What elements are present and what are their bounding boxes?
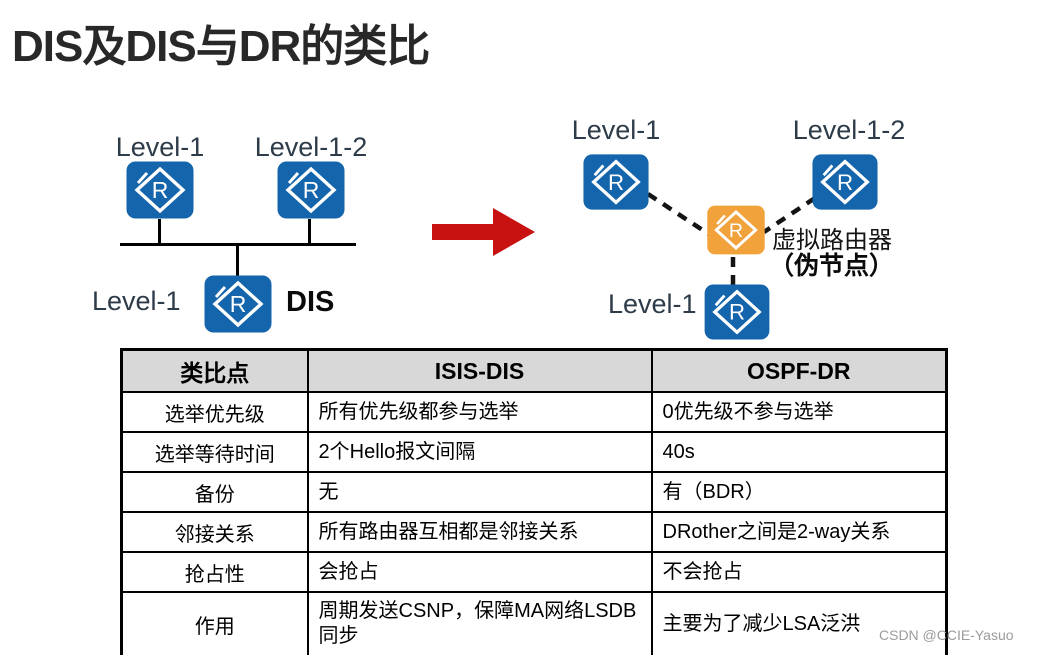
table-cell: 主要为了减少LSA泛洪 [650,591,948,655]
column-header: OSPF-DR [650,348,948,393]
right-top-left-router-label: Level-1 [571,115,661,145]
table-cell: 选举等待时间 [120,431,309,473]
table-cell: 有（BDR） [650,471,948,513]
column-header: ISIS-DIS [306,348,653,393]
dashed-links [646,192,817,286]
bus-line [120,243,356,246]
svg-text:R: R [729,300,745,325]
table-cell: 所有路由器互相都是邻接关系 [306,511,653,553]
table-cell: 会抢占 [306,551,653,593]
page-title: DIS及DIS与DR的类比 [12,22,430,71]
table-cell: 40s [650,431,948,473]
router-icon: R [811,152,879,212]
table-row: 备份 无 有（BDR） [120,471,948,513]
comparison-table: 类比点 ISIS-DIS OSPF-DR 选举优先级 所有优先级都参与选举 0优… [120,348,948,655]
dis-label: DIS [286,286,335,318]
table-cell: 抢占性 [120,551,309,593]
bus-stub-left [158,219,161,245]
right-arrow-icon [432,208,535,256]
table-row: 选举优先级 所有优先级都参与选举 0优先级不参与选举 [120,391,948,433]
table-cell: 所有优先级都参与选举 [306,391,653,433]
svg-text:R: R [729,220,743,242]
table-cell: 0优先级不参与选举 [650,391,948,433]
right-top-right-router-label: Level-1-2 [792,115,906,145]
table-row: 邻接关系 所有路由器互相都是邻接关系 DRother之间是2-way关系 [120,511,948,553]
virtual-router-label-line1: 虚拟路由器 [772,227,892,254]
svg-text:R: R [608,170,624,195]
left-dis-router-label: Level-1 [92,286,181,316]
table-cell: 无 [306,471,653,513]
column-header: 类比点 [120,348,309,393]
table-row: 抢占性 会抢占 不会抢占 [120,551,948,593]
router-icon: R [125,160,195,220]
left-top-left-router-label: Level-1 [115,132,205,162]
router-icon: R [582,152,650,212]
svg-text:R: R [303,177,320,203]
router-icon: R [203,274,273,334]
table-cell: 选举优先级 [120,391,309,433]
bus-stub-dis [236,246,239,276]
table-header-row: 类比点 ISIS-DIS OSPF-DR [120,348,948,393]
virtual-router-label-line2: （伪节点） [769,252,895,280]
table-cell: 备份 [120,471,309,513]
left-top-right-router-label: Level-1-2 [254,132,368,162]
svg-text:R: R [837,170,853,195]
right-bottom-router-label: Level-1 [608,289,697,319]
router-icon: R [276,160,346,220]
table-row: 作用 周期发送CSNP，保障MA网络LSDB同步 主要为了减少LSA泛洪 [120,591,948,655]
bus-stub-right [308,219,311,245]
watermark: CSDN @CCIE-Yasuo [879,627,1014,643]
svg-text:R: R [230,291,247,317]
virtual-router-icon: R [706,203,766,257]
table-cell: 作用 [120,591,309,655]
table-cell: 不会抢占 [650,551,948,593]
table-cell: 周期发送CSNP，保障MA网络LSDB同步 [306,591,653,655]
router-icon: R [703,283,771,341]
table-cell: DRother之间是2-way关系 [650,511,948,553]
svg-text:R: R [152,177,169,203]
table-row: 选举等待时间 2个Hello报文间隔 40s [120,431,948,473]
table-cell: 2个Hello报文间隔 [306,431,653,473]
table-cell: 邻接关系 [120,511,309,553]
